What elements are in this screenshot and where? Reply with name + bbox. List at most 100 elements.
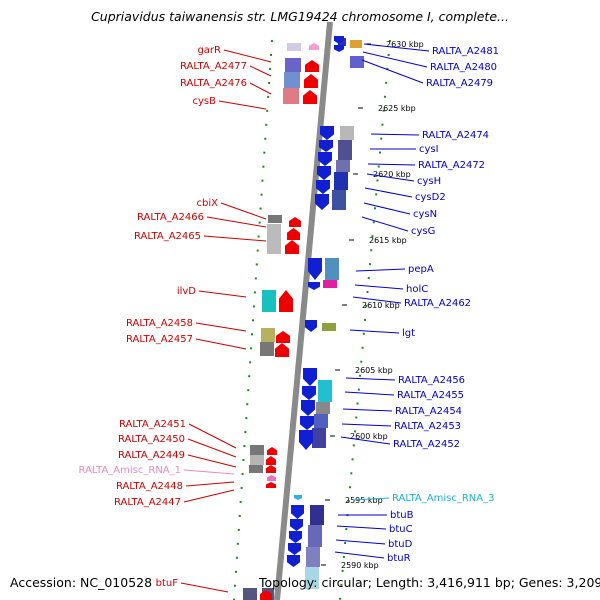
label-connector bbox=[183, 469, 235, 475]
gene-block bbox=[338, 140, 352, 160]
label-connector bbox=[363, 202, 411, 215]
gene-arrow bbox=[287, 228, 300, 240]
gene-block bbox=[267, 224, 281, 254]
kbp-label: 2620 kbp bbox=[373, 170, 411, 179]
label-connector bbox=[206, 216, 267, 228]
gene-block bbox=[350, 40, 362, 48]
right-gene-label: cysI bbox=[419, 144, 439, 155]
label-connector bbox=[183, 489, 235, 503]
gene-block bbox=[308, 525, 322, 547]
gene-arrow bbox=[267, 475, 276, 481]
gene-arrow bbox=[289, 531, 302, 543]
label-connector bbox=[345, 377, 396, 381]
label-connector bbox=[187, 454, 237, 468]
gene-block bbox=[325, 258, 339, 280]
label-connector bbox=[367, 163, 416, 166]
gene-block bbox=[262, 290, 276, 312]
label-connector bbox=[342, 408, 393, 412]
gene-block bbox=[250, 445, 264, 455]
label-connector bbox=[335, 539, 386, 545]
right-gene-label: lgt bbox=[402, 328, 415, 339]
green-dotted-guides bbox=[233, 39, 391, 600]
right-gene-label: cysH bbox=[417, 176, 441, 187]
gene-arrow bbox=[266, 456, 276, 465]
gene-block bbox=[322, 323, 336, 331]
left-gene-label: RALTA_A2451 bbox=[119, 419, 186, 430]
gene-block bbox=[340, 126, 354, 140]
label-connector bbox=[185, 481, 235, 487]
gene-block bbox=[332, 190, 346, 210]
gene-arrow bbox=[289, 217, 301, 227]
right-gene-label: RALTA_A2479 bbox=[426, 78, 493, 89]
kbp-label: 2590 kbp bbox=[341, 561, 379, 570]
label-connector bbox=[195, 322, 247, 332]
gene-block bbox=[312, 428, 326, 448]
gene-block bbox=[323, 280, 337, 288]
gene-block bbox=[283, 88, 299, 104]
gene-block bbox=[350, 56, 364, 68]
guide-dots-1 bbox=[339, 39, 391, 600]
kbp-label: 2600 kbp bbox=[350, 432, 388, 441]
label-connector bbox=[352, 296, 402, 304]
gene-arrow bbox=[304, 74, 318, 88]
gene-arrow bbox=[275, 343, 289, 357]
left-gene-label: RALTA_Amisc_RNA_1 bbox=[79, 465, 181, 476]
map-title: Cupriavidus taiwanensis str. LMG19424 ch… bbox=[91, 9, 509, 24]
gene-arrow bbox=[266, 465, 276, 473]
right-gene-label: RALTA_A2462 bbox=[404, 298, 471, 309]
right-gene-label: cysD2 bbox=[415, 192, 446, 203]
left-gene-label: RALTA_A2466 bbox=[137, 212, 204, 223]
label-connector bbox=[363, 43, 430, 52]
right-gene-label: RALTA_A2456 bbox=[398, 375, 465, 386]
left-gene-label: garR bbox=[197, 45, 221, 56]
gene-arrow bbox=[319, 140, 333, 152]
gene-arrow bbox=[303, 368, 317, 386]
label-connector bbox=[349, 329, 400, 334]
right-gene-label: cysG bbox=[411, 226, 435, 237]
label-connector bbox=[354, 284, 404, 290]
gene-arrow bbox=[276, 331, 290, 343]
gene-block bbox=[287, 43, 301, 51]
kbp-label: 2625 kbp bbox=[378, 104, 416, 113]
label-connector bbox=[364, 187, 413, 198]
label-connector bbox=[340, 436, 391, 445]
gene-arrow bbox=[334, 45, 344, 52]
label-connector bbox=[334, 551, 385, 559]
gene-block bbox=[260, 342, 274, 356]
left-gene-label: RALTA_A2457 bbox=[126, 334, 193, 345]
left-gene-label: RALTA_A2465 bbox=[134, 231, 201, 242]
right-gene-label: RALTA_A2454 bbox=[395, 406, 462, 417]
gene-arrow bbox=[266, 482, 276, 488]
label-connector bbox=[366, 173, 415, 182]
gene-arrow bbox=[279, 290, 293, 312]
gene-arrow bbox=[303, 90, 317, 104]
label-connector bbox=[370, 133, 420, 136]
label-connector bbox=[218, 100, 267, 110]
gene-arrow bbox=[260, 590, 272, 600]
gene-block bbox=[306, 547, 320, 567]
gene-arrow bbox=[288, 543, 301, 555]
right-gene-label: btuB bbox=[390, 510, 414, 521]
guide-dots-0 bbox=[233, 39, 273, 600]
label-connector bbox=[180, 582, 229, 593]
gene-arrow bbox=[300, 416, 314, 430]
topology-text: Topology: circular; Length: 3,416,911 bp… bbox=[259, 575, 600, 590]
kbp-label: 2595 kbp bbox=[345, 496, 383, 505]
gene-block bbox=[249, 465, 263, 473]
gene-arrow bbox=[305, 320, 317, 332]
gene-block bbox=[243, 588, 257, 600]
gene-arrow bbox=[267, 447, 277, 455]
gene-arrow bbox=[285, 240, 299, 254]
label-connector bbox=[198, 290, 247, 298]
right-gene-label: RALTA_A2455 bbox=[397, 390, 464, 401]
label-connector bbox=[355, 268, 406, 272]
accession-text: Accession: NC_010528 bbox=[10, 575, 153, 590]
label-connector bbox=[341, 423, 392, 427]
kbp-label: 2615 kbp bbox=[369, 236, 407, 245]
label-connector bbox=[249, 65, 272, 77]
right-gene-label: btuD bbox=[388, 539, 413, 550]
right-gene-label: cysN bbox=[413, 209, 437, 220]
gene-features bbox=[243, 36, 364, 600]
gene-arrow bbox=[334, 36, 344, 44]
